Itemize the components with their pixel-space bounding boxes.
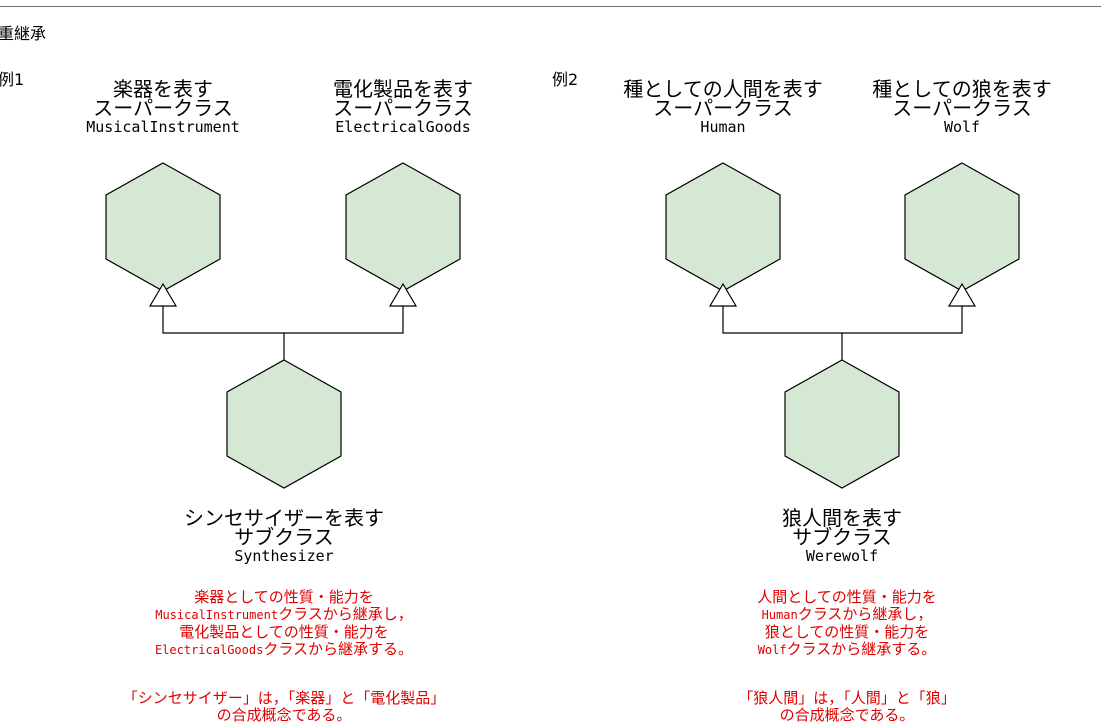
caption-line: サブクラス [792,525,892,549]
subclass-caption: シンセサイザーを表す サブクラス Synthesizer [154,506,414,566]
inheritance-arrow-left [148,282,178,307]
superclass-caption: 電化製品を表す スーパークラス ElectricalGoods [303,77,503,137]
note-line: の合成概念である。 [779,706,915,724]
class-name: Werewolf [805,547,879,565]
class-name: Wolf [943,118,981,136]
description-text: クラスから継承する。 [786,640,937,658]
inheritance-connector [162,306,404,334]
caption-line: 種としての狼を表す [872,77,1052,101]
caption-line: 電化製品を表す [333,77,473,101]
inheritance-arrow-right [388,282,418,307]
note-line: の合成概念である。 [216,706,352,724]
class-name: Human [700,118,746,136]
description-line: 狼としての性質・能力を [764,623,930,641]
class-name: ElectricalGoods [335,118,471,136]
inheritance-arrow-right [947,282,977,307]
inheritance-description: 楽器としての性質・能力を MusicalInstrumentクラスから継承し， … [104,589,464,659]
inheritance-arrow-left [708,282,738,307]
note-line: 「シンセサイザー」は，「楽器」と「電化製品」 [122,689,446,707]
description-text: クラスから継承する。 [263,640,414,658]
composite-concept-note: 「シンセサイザー」は，「楽器」と「電化製品」 の合成概念である。 [84,690,484,724]
top-divider [0,6,1101,7]
class-name-inline: Human [761,608,798,622]
superclass-hexagon-electrical-goods [345,162,461,292]
description-text: クラスから継承し， [797,605,933,623]
caption-line: スーパークラス [93,96,233,120]
class-name-inline: ElectricalGoods [154,643,264,657]
class-name: MusicalInstrument [86,118,240,136]
subclass-hexagon-synthesizer [226,359,342,489]
description-line: 楽器としての性質・能力を [194,588,374,606]
caption-line: サブクラス [234,525,334,549]
description-line: 電化製品としての性質・能力を [179,623,389,641]
page-title: 重継承 [0,24,47,43]
description-text: クラスから継承し， [278,605,413,623]
subclass-hexagon-werewolf [784,359,900,489]
superclass-caption: 種としての人間を表す スーパークラス Human [608,77,838,137]
caption-line: スーパークラス [333,96,473,120]
inheritance-connector [722,306,963,334]
caption-line: スーパークラス [653,96,793,120]
description-line: Humanクラスから継承し， [697,606,997,624]
superclass-hexagon-musical-instrument [105,162,221,292]
description-line: MusicalInstrumentクラスから継承し， [104,606,464,624]
caption-line: 種としての人間を表す [623,77,823,101]
caption-line: 狼人間を表す [782,506,902,530]
composite-concept-note: 「狼人間」は，「人間」と「狼」 の合成概念である。 [667,690,1027,724]
description-line: ElectricalGoodsクラスから継承する。 [104,641,464,659]
inheritance-description: 人間としての性質・能力を Humanクラスから継承し， 狼としての性質・能力を … [697,589,997,659]
class-name: Synthesizer [234,547,334,565]
class-name-inline: MusicalInstrument [155,608,279,622]
superclass-hexagon-wolf [904,162,1020,292]
superclass-hexagon-human [665,162,781,292]
superclass-caption: 種としての狼を表す スーパークラス Wolf [857,77,1067,137]
example-label: 例2 [552,70,579,89]
description-line: Wolfクラスから継承する。 [697,641,997,659]
superclass-caption: 楽器を表す スーパークラス MusicalInstrument [63,77,263,137]
subclass-caption: 狼人間を表す サブクラス Werewolf [742,506,942,566]
class-name-inline: Wolf [757,643,787,657]
example-label: 例1 [0,70,25,89]
description-line: 人間としての性質・能力を [757,588,937,606]
note-line: 「狼人間」は，「人間」と「狼」 [738,689,956,707]
caption-line: スーパークラス [892,96,1032,120]
caption-line: シンセサイザーを表す [184,506,384,530]
caption-line: 楽器を表す [113,77,213,101]
